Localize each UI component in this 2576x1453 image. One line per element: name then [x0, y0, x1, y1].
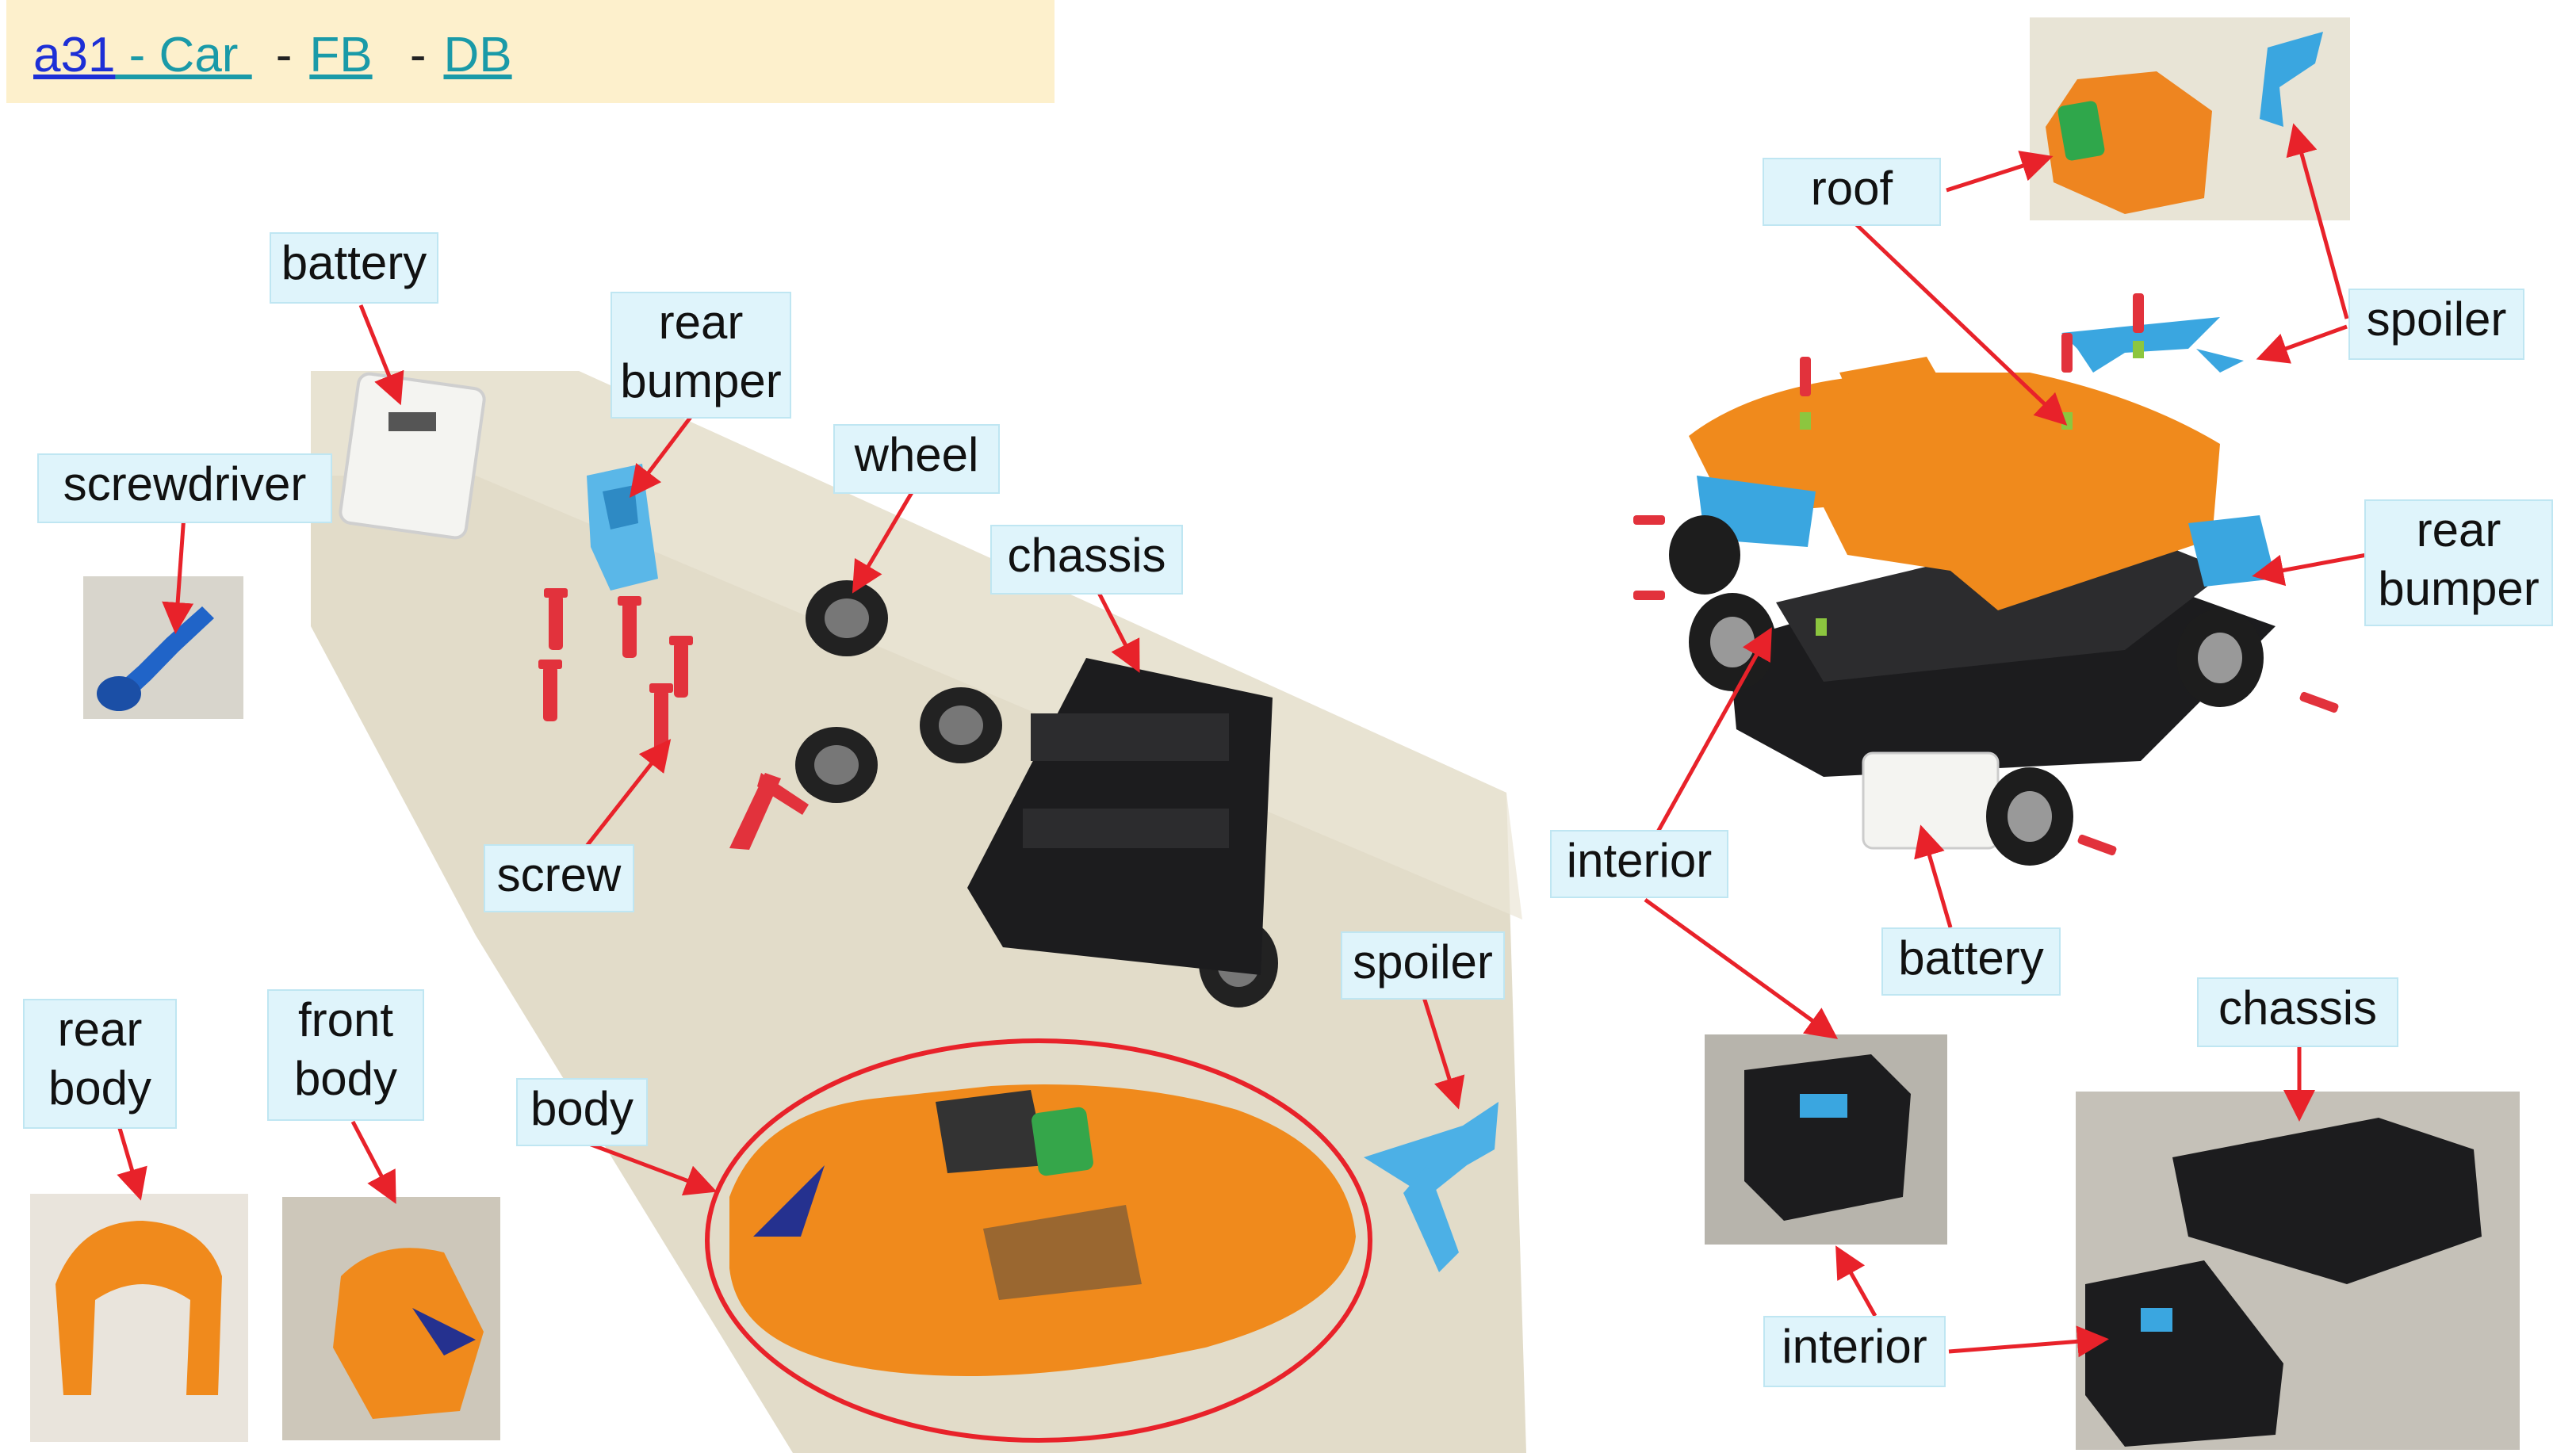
label-rear-bumper-left: rear bumper	[611, 292, 791, 419]
separator: -	[409, 28, 427, 82]
screwdriver-icon	[83, 576, 243, 719]
link-a31[interactable]: a31	[33, 28, 116, 82]
label-rear-body: rear body	[23, 999, 177, 1129]
label-spoiler-right: spoiler	[2348, 289, 2524, 360]
label-body: body	[516, 1078, 648, 1146]
label-interior-mid: interior	[1550, 830, 1728, 898]
battery-icon	[339, 372, 486, 540]
label-roof: roof	[1763, 158, 1941, 226]
chassis-inset	[2076, 1092, 2520, 1450]
car-body-part	[729, 1084, 1356, 1376]
rear-body-inset	[30, 1194, 248, 1442]
annotation-arrows	[117, 123, 2367, 1358]
screw-icon	[538, 588, 809, 850]
separator: -	[275, 28, 293, 82]
label-screw: screw	[484, 844, 634, 912]
label-spoiler-left: spoiler	[1341, 931, 1505, 1000]
link-fb[interactable]: FB	[309, 28, 373, 82]
label-chassis-right: chassis	[2197, 977, 2398, 1047]
label-rear-bumper-right: rear bumper	[2364, 499, 2553, 626]
header-bar: a31 - Car -FB -DB	[6, 0, 1055, 103]
label-wheel: wheel	[833, 424, 1000, 494]
label-front-body: front body	[267, 989, 424, 1121]
label-battery-right: battery	[1881, 927, 2061, 996]
label-screwdriver: screwdriver	[37, 453, 332, 523]
link-car[interactable]: - Car	[115, 28, 252, 82]
spoiler-part	[1364, 1102, 1499, 1272]
body-highlight-ellipse	[705, 1038, 1372, 1443]
front-body-inset	[282, 1197, 500, 1440]
header-links: a31 - Car -FB -DB	[33, 27, 512, 83]
label-interior-bottom: interior	[1763, 1316, 1946, 1387]
roof-inset	[2030, 17, 2350, 220]
chassis-part	[967, 658, 1273, 975]
interior-inset	[1705, 1034, 1947, 1245]
exploded-car-assembly	[1633, 293, 2339, 866]
label-battery-left: battery	[270, 232, 438, 304]
label-chassis-left: chassis	[990, 525, 1183, 595]
link-db[interactable]: DB	[443, 28, 512, 82]
